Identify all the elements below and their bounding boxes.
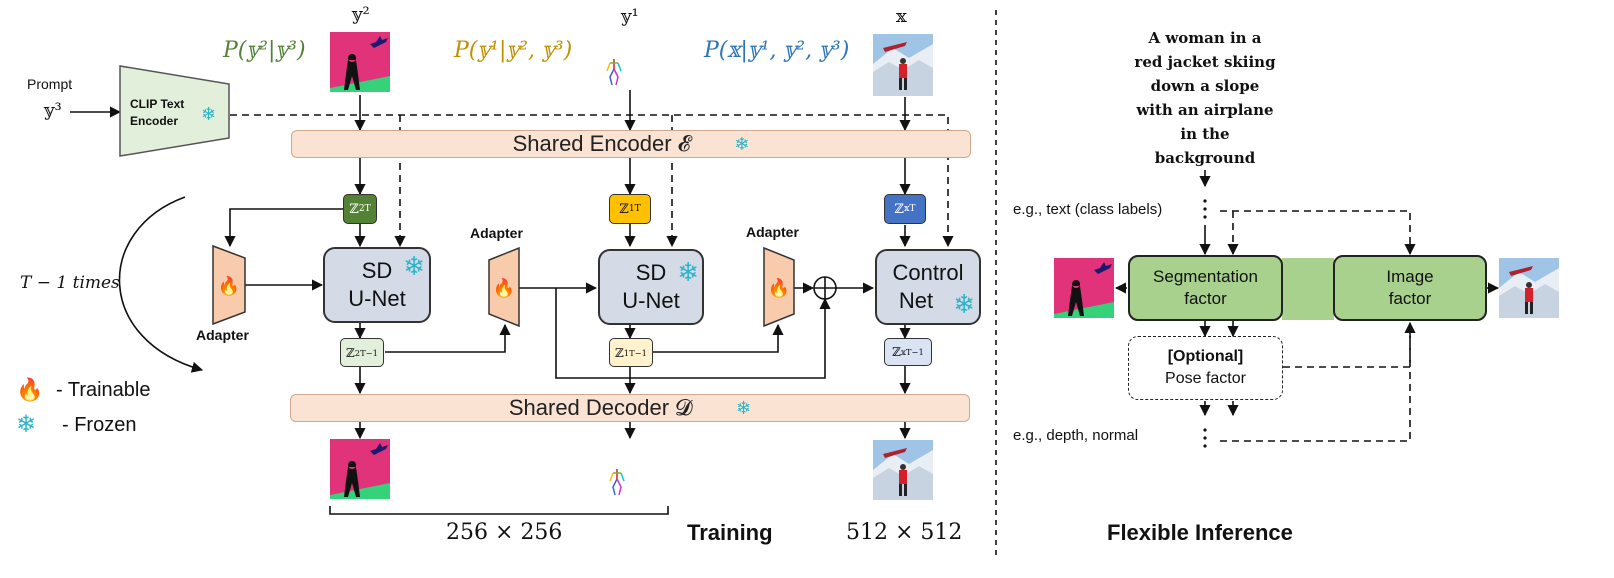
clip-label-line2: Encoder — [130, 114, 179, 128]
inference-output-image — [1499, 258, 1559, 318]
clip-label-line1: CLIP Text — [130, 97, 185, 111]
image-factor-line2: factor — [1388, 289, 1432, 308]
unet1-line2: U-Net — [348, 286, 406, 311]
pose-factor: [Optional] Pose factor — [1128, 336, 1283, 400]
inference-segmentation-image — [1054, 258, 1114, 318]
shared-decoder-label: Shared Decoder 𝓓 — [508, 395, 693, 420]
inference-caption: A woman in a red jacket skiing down a sl… — [1120, 26, 1290, 170]
image-factor-line1: Image — [1386, 267, 1434, 286]
prompt-label: Prompt — [27, 76, 73, 92]
shared-encoder: Shared Encoder 𝓔 ❄ — [291, 130, 971, 158]
controlnet-line2: Net — [898, 288, 934, 313]
factor-band — [1282, 258, 1334, 320]
clip-text-encoder-shape — [119, 65, 230, 157]
adapter-1: 🔥 — [212, 244, 246, 326]
adapter-2-label: Adapter — [470, 225, 523, 241]
prob-y2: P(𝕪²|𝕪³) — [223, 38, 306, 63]
pose-factor-line1: [Optional] — [1167, 348, 1244, 365]
caption-line: with an airplane — [1136, 101, 1274, 119]
flame-icon: 🔥 — [16, 377, 44, 402]
adapter-1-label: Adapter — [196, 327, 249, 343]
eg-depth-label: e.g., depth, normal — [1013, 427, 1139, 444]
segmentation-map-image — [330, 32, 390, 92]
caption-line: in the — [1180, 125, 1230, 143]
training-title: Training — [687, 520, 773, 545]
pose-factor-line2: Pose factor — [1165, 370, 1246, 387]
prob-y1: P(𝕪¹|𝕪², 𝕪³) — [454, 38, 573, 63]
ski-photo-image — [873, 34, 933, 96]
svg-text:🔥: 🔥 — [218, 275, 240, 296]
adapter-2: 🔥 — [488, 246, 520, 328]
pose-map-image — [600, 55, 630, 90]
frozen-snowflake-icon: ❄ — [201, 104, 217, 124]
sd-unet-pose: SD U-Net ❄ — [598, 249, 704, 325]
loop-label: T − 1 times — [20, 273, 120, 293]
frozen-snowflake-icon: ❄ — [953, 289, 975, 319]
sd-unet-segmentation: SD U-Net ❄ — [323, 247, 431, 323]
segmentation-output-image — [330, 439, 390, 499]
frozen-snowflake-icon: ❄ — [403, 251, 425, 281]
adapter-3-label: Adapter — [746, 224, 799, 240]
frozen-snowflake-icon: ❄ — [677, 257, 699, 287]
controlnet: Control Net ❄ — [875, 249, 981, 325]
label-y2: 𝕪² — [352, 4, 370, 25]
prob-x: P(𝕩|𝕪¹, 𝕪², 𝕪³) — [704, 38, 850, 63]
controlnet-line1: Control — [892, 260, 964, 285]
seg-factor-line1: Segmentation — [1153, 267, 1258, 286]
svg-text:🔥: 🔥 — [768, 277, 790, 298]
legend-trainable: - Trainable — [56, 379, 151, 401]
label-x: 𝕩 — [896, 6, 907, 27]
seg-factor-line2: factor — [1184, 289, 1227, 308]
caption-line: A woman in a — [1148, 29, 1262, 47]
adapter-3: 🔥 — [763, 246, 795, 328]
caption-line: background — [1154, 149, 1256, 167]
caption-line: down a slope — [1150, 77, 1260, 95]
frozen-snowflake-icon: ❄ — [734, 133, 750, 154]
clip-text-encoder: CLIP Text Encoder — [130, 96, 184, 130]
unet2-line1: SD — [635, 260, 667, 285]
inference-title: Flexible Inference — [1107, 520, 1293, 545]
shared-decoder: Shared Decoder 𝓓 ❄ — [290, 394, 970, 422]
frozen-snowflake-icon: ❄ — [736, 397, 752, 418]
snowflake-icon: ❄ — [16, 411, 37, 438]
shared-encoder-label: Shared Encoder 𝓔 — [512, 131, 691, 156]
legend-frozen: - Frozen — [62, 414, 137, 436]
resolution-large: 512 × 512 — [846, 520, 963, 545]
unet1-line1: SD — [361, 258, 393, 283]
image-factor: Image factor — [1333, 255, 1487, 321]
caption-line: red jacket skiing — [1134, 53, 1276, 71]
pose-output-image — [603, 465, 633, 500]
svg-text:🔥: 🔥 — [493, 277, 515, 298]
segmentation-factor: Segmentation factor — [1128, 255, 1283, 321]
label-y1: 𝕪¹ — [621, 6, 639, 27]
eg-text-label: e.g., text (class labels) — [1013, 201, 1163, 218]
prompt-variable: 𝕪³ — [44, 100, 62, 121]
image-output — [873, 440, 933, 500]
unet2-line2: U-Net — [622, 288, 680, 313]
resolution-small: 256 × 256 — [446, 520, 563, 545]
